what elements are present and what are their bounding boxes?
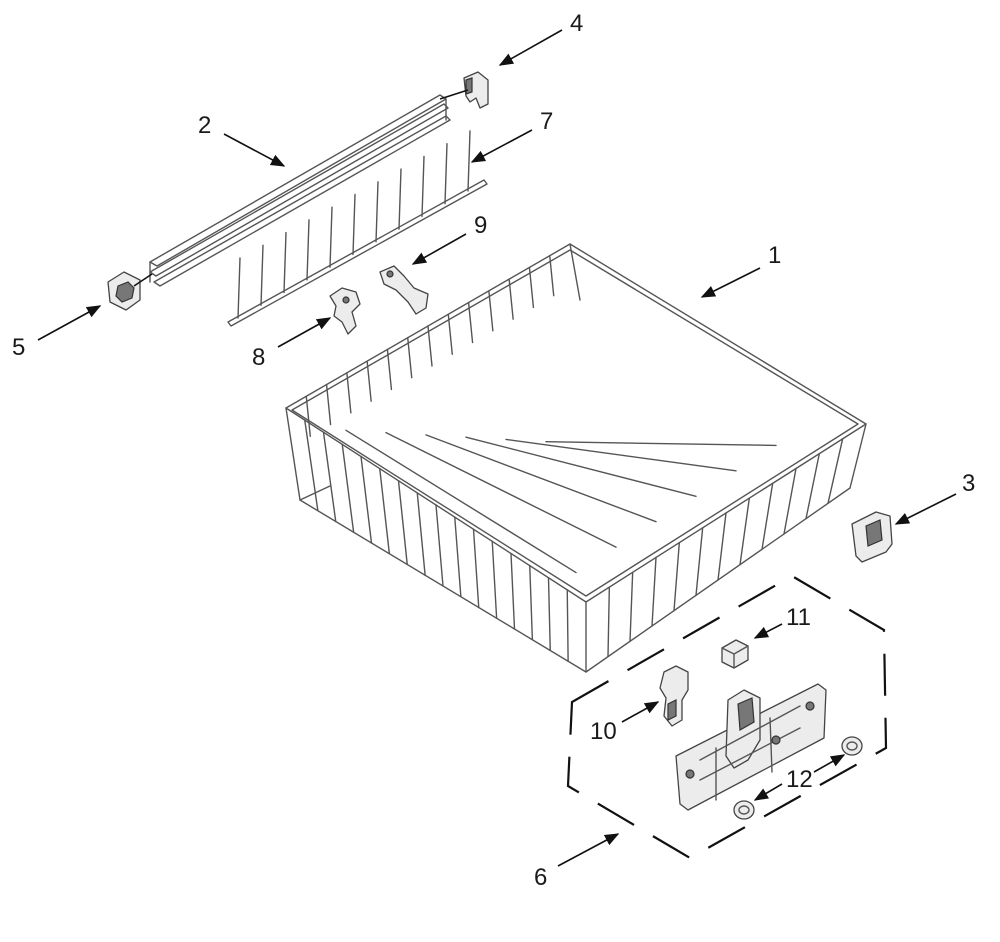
part-7-tine-row bbox=[227, 130, 488, 327]
part-4-end-cap bbox=[439, 71, 489, 109]
tine-wire bbox=[306, 219, 310, 281]
basket-wire bbox=[346, 372, 352, 414]
basket-wire bbox=[379, 467, 391, 555]
leader-12b bbox=[753, 783, 783, 801]
tine-wire bbox=[421, 155, 425, 218]
leader-2 bbox=[223, 133, 286, 167]
basket-wire bbox=[629, 571, 634, 643]
callout-label-3: 3 bbox=[962, 470, 976, 497]
basket-wire bbox=[529, 564, 534, 641]
basket-wire bbox=[545, 441, 777, 447]
leader-9 bbox=[411, 233, 467, 265]
basket-wire bbox=[465, 436, 697, 497]
basket-wire bbox=[739, 497, 751, 566]
callout-label-8: 8 bbox=[252, 344, 266, 371]
callout-label-5: 5 bbox=[12, 334, 26, 361]
basket-wire bbox=[508, 278, 514, 320]
callout-label-4: 4 bbox=[570, 10, 584, 37]
basket-wire bbox=[345, 429, 577, 574]
callout-label-12: 12 bbox=[786, 766, 813, 793]
basket-wire bbox=[416, 492, 426, 576]
basket-wire bbox=[528, 266, 535, 309]
callout-label-7: 7 bbox=[540, 108, 554, 135]
basket-wire bbox=[341, 443, 355, 533]
basket-wire bbox=[467, 301, 474, 344]
leader-8 bbox=[277, 317, 332, 348]
basket-wire bbox=[386, 348, 393, 391]
basket-wire bbox=[566, 589, 569, 662]
tine-wire bbox=[260, 244, 264, 306]
basket-wire bbox=[397, 480, 408, 566]
basket-wire bbox=[454, 516, 462, 598]
callout-label-10: 10 bbox=[590, 718, 617, 745]
part-3-side-clip bbox=[851, 511, 893, 563]
basket-wire bbox=[435, 504, 444, 587]
callout-label-6: 6 bbox=[534, 864, 548, 891]
basket-wire bbox=[607, 586, 611, 658]
basket-wire bbox=[510, 552, 516, 630]
part-12-bushing-b bbox=[733, 800, 755, 820]
part-2-rail bbox=[149, 94, 451, 287]
leader-4 bbox=[498, 29, 563, 66]
basket-wire bbox=[425, 434, 657, 523]
basket-wire bbox=[491, 540, 498, 619]
tine-wire bbox=[398, 168, 402, 230]
tine-wire bbox=[375, 181, 379, 243]
basket-wire bbox=[783, 467, 797, 535]
leader-7 bbox=[470, 129, 533, 163]
basket-wire bbox=[673, 541, 681, 612]
part-6-adjuster bbox=[675, 683, 827, 811]
tine-wire bbox=[237, 257, 241, 319]
leader-arrows bbox=[37, 29, 957, 867]
basket-wire bbox=[304, 419, 319, 512]
leader-1 bbox=[700, 267, 761, 298]
basket-wire bbox=[472, 528, 480, 609]
tine-wire bbox=[467, 130, 471, 192]
tine-wire bbox=[329, 206, 333, 268]
basket-wire bbox=[547, 577, 551, 652]
basket-wire bbox=[360, 455, 373, 544]
basket-wire bbox=[385, 431, 617, 548]
leader-6 bbox=[557, 833, 620, 867]
leader-11 bbox=[753, 623, 783, 639]
part-6-adjuster-assembly-outline bbox=[566, 574, 888, 860]
tine-wire bbox=[352, 193, 356, 256]
basket-wire bbox=[322, 431, 337, 523]
callout-label-11: 11 bbox=[786, 604, 811, 631]
leader-10 bbox=[621, 701, 660, 723]
basket-wire bbox=[695, 527, 704, 597]
part-5-end-stop bbox=[107, 271, 153, 311]
part-9-clip bbox=[379, 265, 429, 315]
tine-wire bbox=[444, 142, 448, 205]
part-8-clip bbox=[329, 287, 361, 335]
basket-wire bbox=[407, 337, 413, 379]
basket-wire bbox=[488, 290, 494, 332]
tine-wire bbox=[283, 231, 287, 294]
leader-3 bbox=[894, 493, 957, 525]
basket-wire bbox=[325, 383, 332, 426]
basket-wire bbox=[505, 438, 737, 472]
basket-wire bbox=[549, 255, 555, 297]
callout-label-9: 9 bbox=[474, 212, 488, 239]
basket-wire bbox=[305, 395, 311, 437]
basket-wire bbox=[427, 325, 433, 367]
part-12-bushing-a bbox=[841, 736, 863, 756]
leader-12a bbox=[813, 754, 846, 773]
part-10-lever bbox=[659, 665, 689, 727]
basket-wire bbox=[827, 438, 844, 505]
callout-label-2: 2 bbox=[198, 112, 212, 139]
callout-label-1: 1 bbox=[768, 242, 782, 269]
basket-wire bbox=[717, 512, 727, 581]
basket-wire bbox=[447, 313, 453, 355]
leader-5 bbox=[37, 305, 102, 341]
part-11-block bbox=[721, 639, 749, 669]
basket-wire bbox=[805, 452, 821, 520]
basket-wire bbox=[366, 360, 372, 402]
basket-wire bbox=[761, 482, 774, 551]
part-1-dishrack-basket bbox=[285, 243, 867, 673]
basket-wire bbox=[651, 556, 657, 627]
